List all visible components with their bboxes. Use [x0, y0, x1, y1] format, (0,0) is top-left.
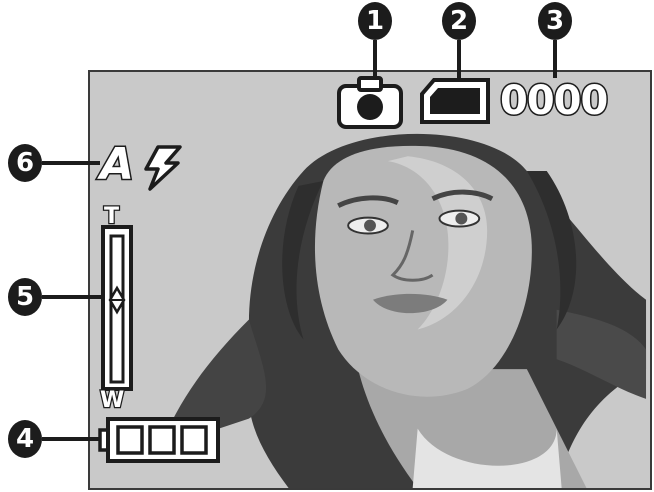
portrait-image: [159, 133, 647, 488]
leader-line-3: [553, 40, 557, 78]
callout-1-camera-mode: 1: [358, 2, 392, 40]
callout-3-shot-count: 3: [538, 2, 572, 40]
lcd-preview-screen: [88, 70, 652, 490]
callout-4-battery: 4: [8, 420, 42, 458]
shot-counter: 0000: [498, 77, 609, 126]
leader-line-1: [373, 40, 377, 78]
callout-6-flash-mode: 6: [8, 144, 42, 182]
leader-line-6: [42, 161, 100, 165]
callout-5-zoom: 5: [8, 278, 42, 316]
leader-line-2: [457, 40, 461, 78]
callout-2-storage: 2: [442, 2, 476, 40]
battery-icon: [98, 417, 220, 463]
leader-line-4: [42, 437, 102, 441]
leader-line-5: [42, 295, 104, 299]
zoom-tele-label: T: [103, 204, 121, 229]
memory-card-icon: [420, 78, 490, 124]
flash-mode-auto: A: [98, 139, 135, 190]
flash-bolt-icon: [144, 145, 182, 191]
zoom-indicator-bar: [101, 225, 133, 391]
zoom-wide-label: W: [99, 388, 126, 413]
camera-icon: [337, 76, 403, 129]
